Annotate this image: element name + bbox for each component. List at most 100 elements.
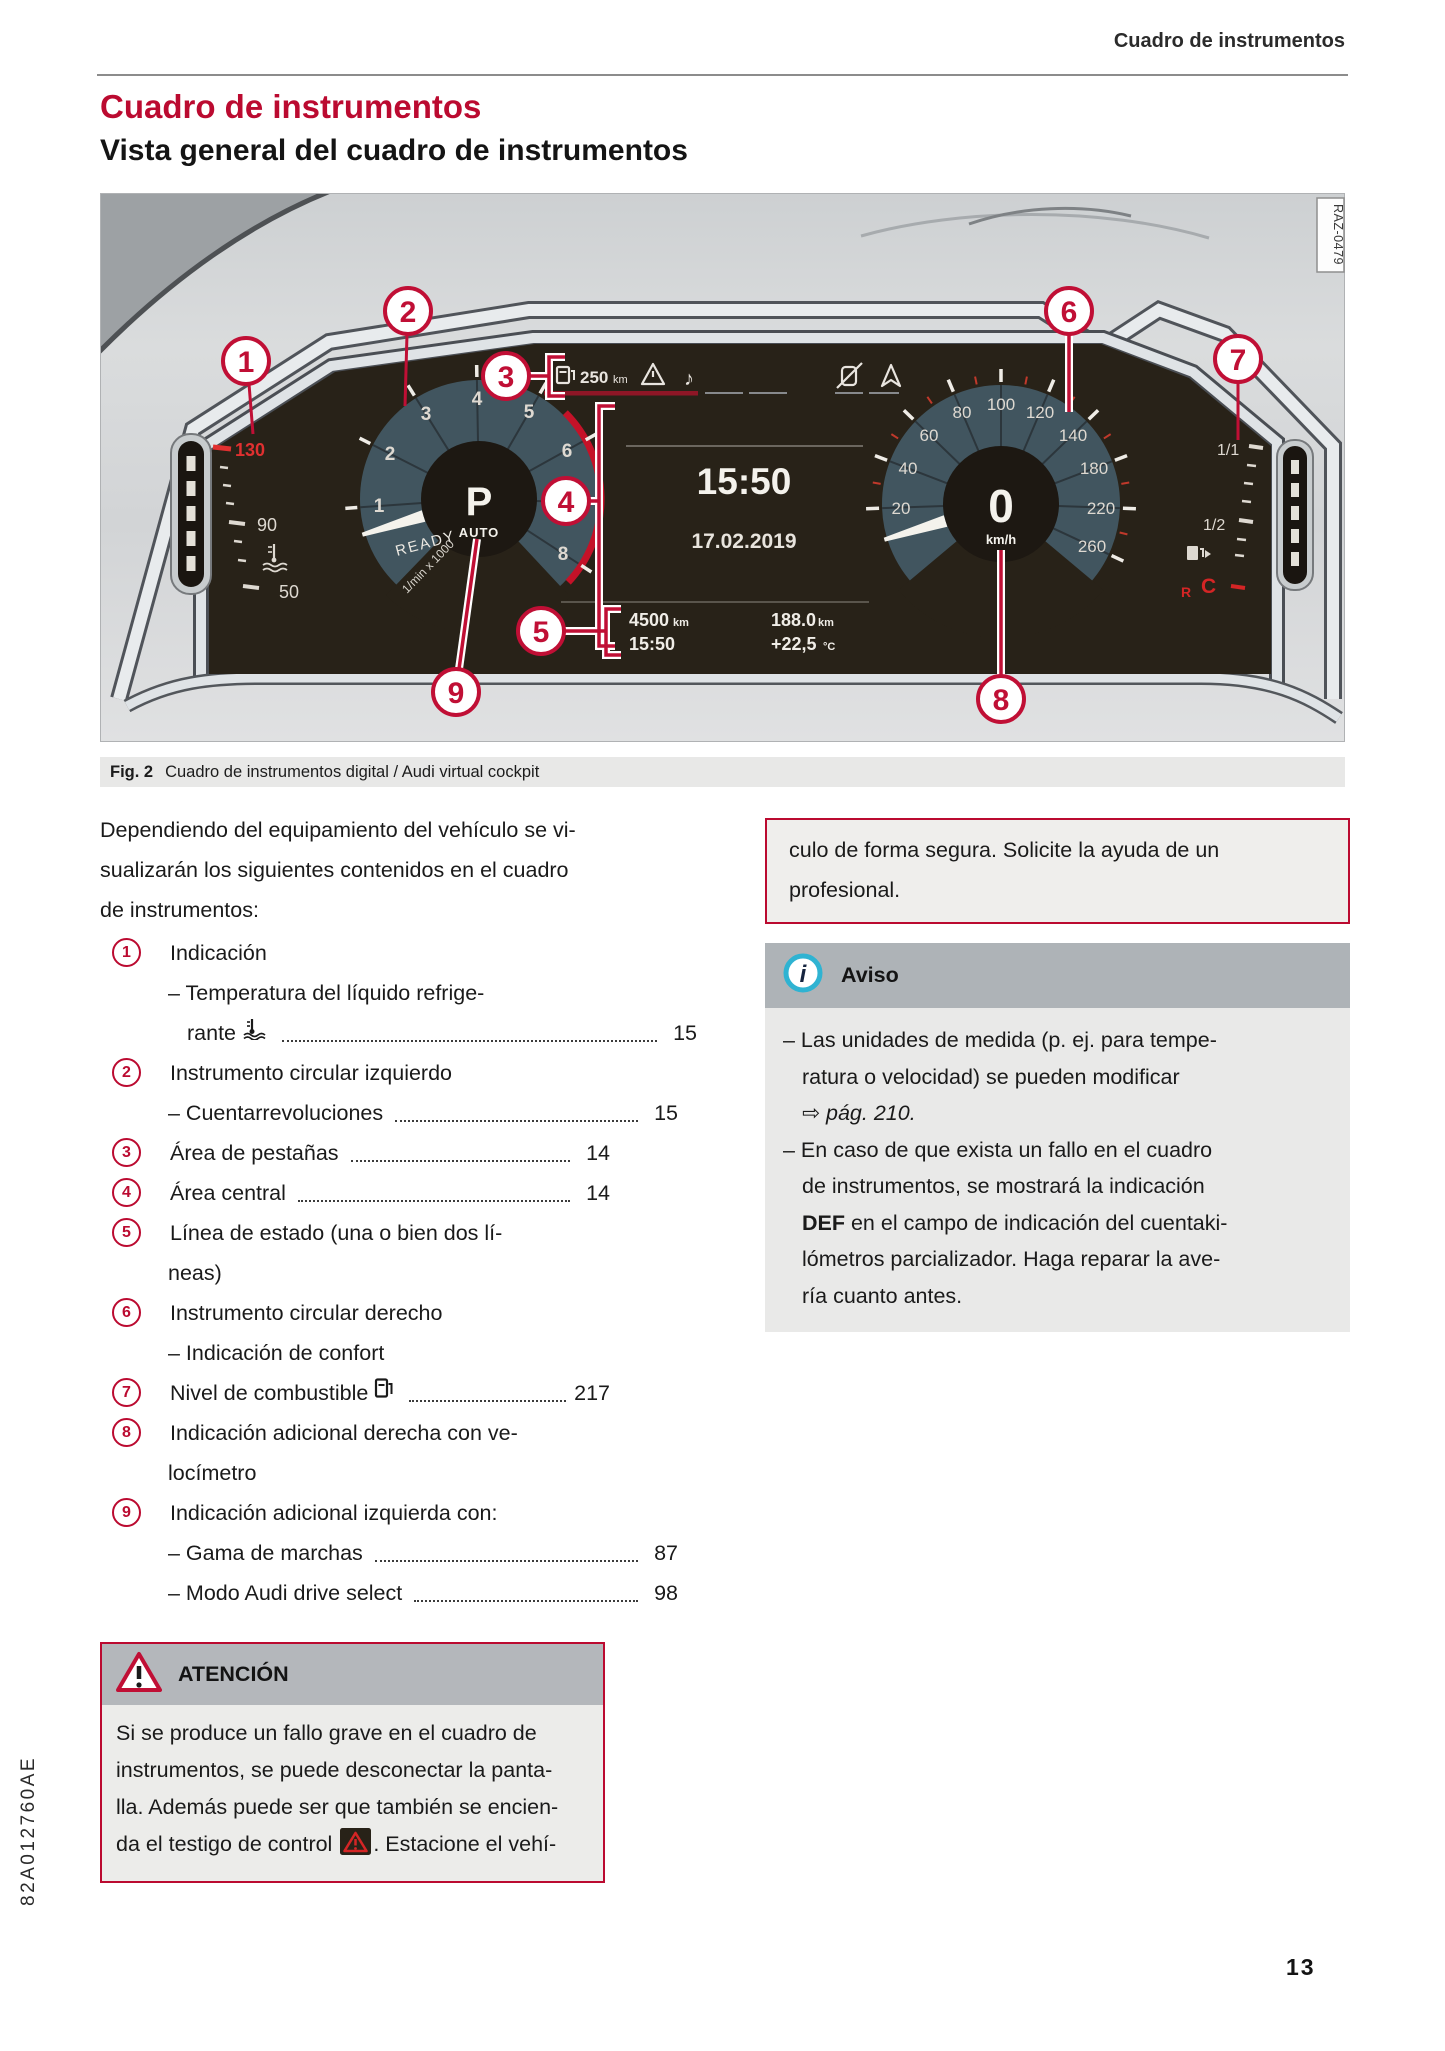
legend-text: Línea de estado (una o bien dos lí- [170, 1221, 503, 1245]
cluster-illustration: 130 90 50 [101, 194, 1345, 724]
legend-row: – Temperatura del líquido refrige- [100, 972, 678, 1012]
attention-title: ATENCIÓN [178, 1662, 289, 1686]
tach-label: 3 [421, 404, 432, 425]
speedo-label: 60 [920, 426, 939, 445]
svg-text:i: i [800, 961, 808, 988]
legend-page-ref: 14 [586, 1181, 610, 1205]
callout-1: 1 [221, 336, 271, 386]
callouts: 1 2 3 4 5 6 7 8 9 [221, 286, 1263, 724]
legend-page-ref: 98 [654, 1581, 678, 1605]
fuel-half-label: 1/2 [1203, 517, 1225, 534]
legend-text: – Indicación de confort [168, 1341, 385, 1365]
phone-off-icon [836, 362, 863, 389]
legend-text: Área central [170, 1181, 286, 1205]
svg-text:6: 6 [1061, 296, 1078, 329]
status-line: 4500 km 15:50 188.0 km +22,5 °C [561, 601, 869, 654]
dotted-leader [374, 1560, 638, 1562]
text-line: – En caso de que exista un fallo en el c… [783, 1137, 1213, 1162]
tab-bar: 250 km ♪ [544, 362, 902, 396]
gear-indicator: P [466, 480, 493, 524]
callout-2: 2 [383, 286, 433, 336]
notice-title: Aviso [841, 963, 899, 987]
callout-lines [247, 333, 1240, 676]
fuel-reserve-label: R [1181, 584, 1191, 600]
tach-label: 1 [374, 496, 385, 517]
cluster-bezel-bottom [123, 671, 1343, 724]
nav-arrow-icon [880, 363, 902, 388]
legend-text: Área de pestañas [170, 1141, 339, 1165]
legend-page-ref: 87 [654, 1541, 678, 1565]
legend-text: – Modo Audi drive select [168, 1581, 403, 1605]
speedo-label: 80 [953, 403, 972, 422]
dotted-leader [350, 1160, 570, 1162]
instrument-cluster-figure: 130 90 50 [100, 193, 1345, 742]
attention-header: ATENCIÓN [102, 1644, 603, 1705]
legend-page-ref: 15 [654, 1101, 678, 1125]
callout-7: 7 [1213, 334, 1263, 384]
legend-number-badge: 8 [112, 1418, 141, 1447]
temperature-gauge: 130 90 50 [212, 440, 299, 602]
notice-box: i Aviso – Las unidades de medida (p. ej.… [765, 943, 1350, 1332]
svg-text:2: 2 [400, 296, 417, 329]
music-note-icon: ♪ [684, 368, 694, 390]
temp-90-label: 90 [257, 515, 277, 535]
legend-number-badge: 1 [112, 938, 141, 967]
svg-text:5: 5 [533, 616, 550, 649]
left-column: Dependiendo del equipamiento del vehícul… [100, 810, 697, 1883]
legend-row: 5 Línea de estado (una o bien dos lí- [100, 1212, 610, 1252]
svg-text:8: 8 [993, 684, 1010, 717]
text-line: DEF en el campo de indicación del cuenta… [802, 1210, 1228, 1235]
header-divider [97, 74, 1348, 76]
attention-continuation-box: culo de forma segura. Solicite la ayuda … [765, 818, 1350, 924]
legend-number-badge: 5 [112, 1218, 141, 1247]
text-line: instrumentos, se puede desconectar la pa… [116, 1758, 553, 1782]
svg-text:9: 9 [448, 677, 465, 710]
speedo-label: 260 [1078, 537, 1106, 556]
temp-50-label: 50 [279, 582, 299, 602]
notice-header: i Aviso [765, 943, 1350, 1008]
tach-label: 4 [472, 389, 483, 410]
status-time: 15:50 [629, 634, 675, 654]
tach-label: 5 [524, 402, 535, 423]
callout-8: 8 [976, 674, 1026, 724]
speedo-label: 140 [1059, 426, 1087, 445]
warning-triangle-icon [116, 1651, 162, 1698]
fuel-pump-gauge-icon [1187, 546, 1211, 560]
text-line: ratura o velocidad) se pueden modificar [802, 1064, 1180, 1089]
speedo-label: 120 [1026, 403, 1054, 422]
a-pillar-shade [101, 194, 324, 351]
tach-label: 8 [558, 544, 569, 565]
right-column: culo de forma segura. Solicite la ayuda … [765, 818, 1350, 1332]
fuel-gauge: 1/1 1/2 R C [1181, 442, 1264, 600]
tach-label: 2 [385, 444, 396, 465]
legend-number-badge: 9 [112, 1498, 141, 1527]
speed-unit: km/h [986, 532, 1016, 547]
svg-text:4: 4 [558, 486, 575, 519]
callout-6: 6 [1044, 286, 1094, 336]
speedo-label: 220 [1087, 499, 1115, 518]
dotted-leader [282, 1040, 657, 1042]
fuel-full-label: 1/1 [1217, 442, 1239, 459]
selected-tab-underline [544, 391, 698, 396]
callout-5: 5 [516, 606, 566, 656]
figure-caption-text: Cuadro de instrumentos digital / Audi vi… [165, 763, 540, 781]
speedo-label: 20 [892, 499, 911, 518]
legend-row: 9 Indicación adicional izquierda con: [100, 1492, 610, 1532]
legend-text: Instrumento circular izquierdo [170, 1061, 453, 1085]
attention-box: ATENCIÓN Si se produce un fallo grave en… [100, 1642, 605, 1883]
odometer-unit: km [673, 617, 689, 629]
legend-page-ref: 15 [673, 1021, 697, 1045]
odometer-value: 4500 [629, 610, 669, 630]
text-line: de instrumentos, se mostrará la indicaci… [802, 1174, 1205, 1198]
speedo-needle [883, 515, 948, 542]
legend-text: neas) [168, 1261, 222, 1285]
legend-text: – Cuentarrevoluciones [168, 1101, 384, 1125]
center-display: 15:50 17.02.2019 [626, 445, 863, 553]
legend-text: Indicación adicional izquierda con: [170, 1501, 498, 1525]
text-line: lómetros parcializador. Haga reparar la … [802, 1247, 1221, 1271]
legend-text: locímetro [168, 1461, 257, 1485]
